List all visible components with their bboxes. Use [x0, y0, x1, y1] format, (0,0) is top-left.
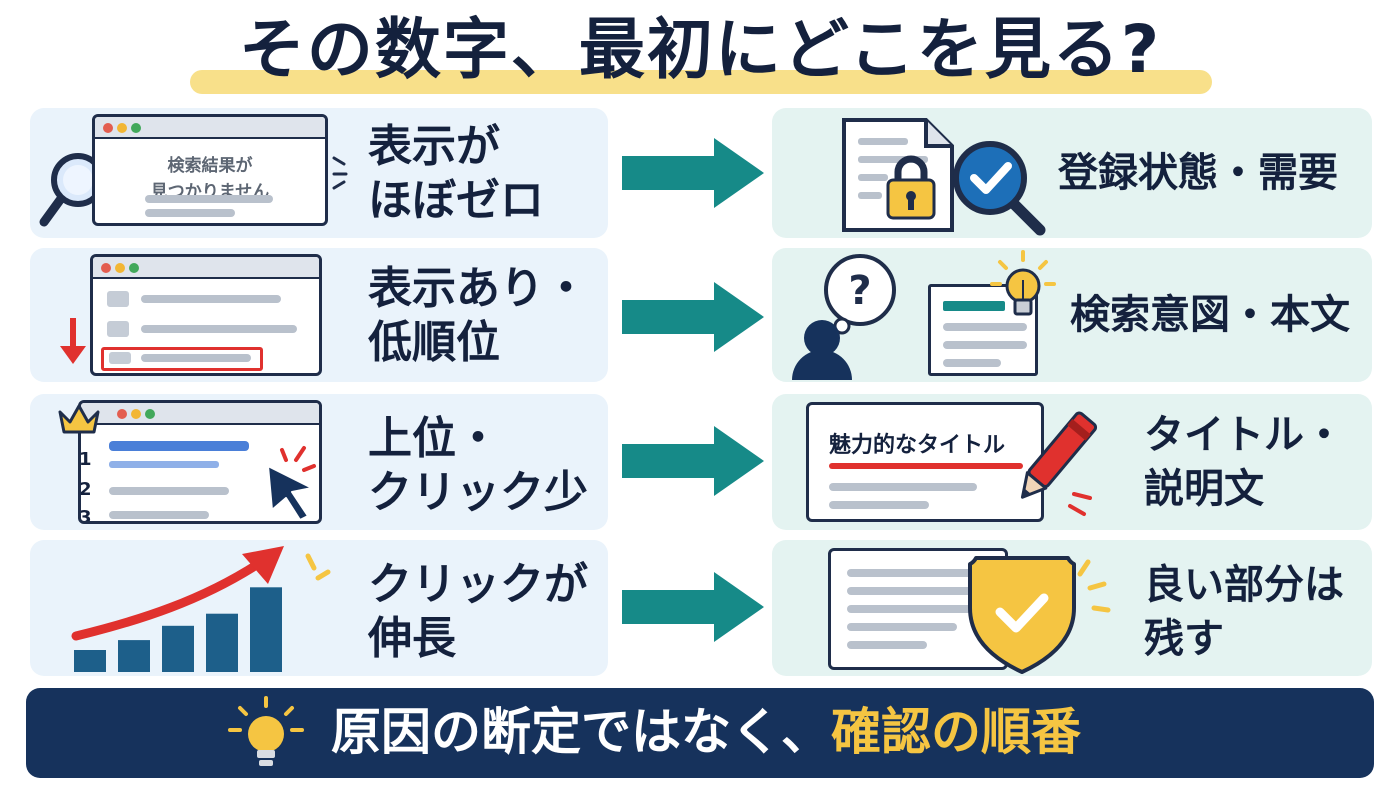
growth-bar-3: [162, 625, 194, 672]
title-area: その数字、最初にどこを見る?: [0, 0, 1400, 100]
row-4-symptom-panel: クリックが 伸長: [30, 540, 608, 676]
row-2-symptom-panel: 表示あり・ 低順位: [30, 248, 608, 382]
crown-icon: [58, 404, 100, 434]
growth-bar-1: [74, 650, 106, 672]
growth-bar-2: [118, 640, 150, 672]
row-1-check-text: 登録状態・需要: [1058, 150, 1338, 196]
user-question-icon: ?: [792, 254, 896, 380]
row-3-check-panel: 魅力的なタイトル タイトル・ 説明文: [772, 394, 1372, 530]
lightbulb-icon: [228, 696, 304, 766]
row-2-arrow-icon: [622, 282, 764, 352]
growth-chart-bars: [74, 587, 282, 672]
growth-chart-icon: [71, 546, 331, 672]
ranking-window: [90, 254, 322, 376]
card-title-text: 魅力的なタイトル: [829, 433, 1006, 458]
row-4-check-text: 良い部分は 残す: [1144, 562, 1344, 662]
row-3-check-text: タイトル・ 説明文: [1144, 412, 1344, 512]
lightbulb-icon: [990, 250, 1056, 316]
row-1-symptom-text: 表示が ほぼゼロ: [368, 121, 544, 226]
down-arrow-icon: [60, 318, 86, 364]
title-underline: [190, 70, 1212, 94]
shield-check-icon: [968, 556, 1111, 674]
svg-text:?: ?: [848, 268, 871, 314]
row-4-check-panel: 良い部分は 残す: [772, 540, 1372, 676]
rank-1-label: 1: [79, 449, 92, 470]
footer-banner: 原因の断定ではなく、確認の順番: [26, 688, 1374, 778]
row-3-arrow-icon: [622, 426, 764, 496]
row-3-symptom-panel: 1 2 3 上位・ クリック少: [30, 394, 608, 530]
row-3-symptom-text: 上位・ クリック少: [368, 413, 588, 518]
footer-message: 原因の断定ではなく、確認の順番: [331, 700, 1081, 764]
row-1-check-panel: 登録状態・需要: [772, 108, 1372, 238]
cursor-icon: [267, 446, 316, 521]
pen-icon: [1020, 411, 1098, 516]
footer-message-part1: 原因の断定ではなく、: [331, 703, 831, 761]
row-2-symptom-text: 表示あり・ 低順位: [368, 263, 588, 368]
row-4-symptom-text: クリックが 伸長: [368, 559, 588, 664]
search-results-window: 1 2 3: [78, 400, 322, 524]
row-1-arrow-icon: [622, 138, 764, 208]
row-2-check-text: 検索意図・本文: [1070, 292, 1350, 338]
emphasis-marks-icon: [332, 156, 348, 190]
window-titlebar: [93, 257, 319, 279]
row-2-check-panel: ? 検索意図・本文: [772, 248, 1372, 382]
page-title: その数字、最初にどこを見る?: [238, 11, 1162, 88]
title-card: 魅力的なタイトル: [806, 402, 1044, 522]
growth-bar-5: [250, 587, 282, 672]
rank-3-label: 3: [79, 507, 92, 524]
low-rank-highlight: [101, 347, 263, 371]
row-1-symptom-panel: 検索結果が 見つかりません 表示が ほぼゼロ: [30, 108, 608, 238]
row-4-arrow-icon: [622, 572, 764, 642]
check-magnifier-icon: [953, 141, 1046, 236]
window-titlebar: [95, 117, 325, 139]
growth-bar-4: [206, 613, 238, 672]
window-titlebar: [81, 403, 319, 425]
locked-document-icon: [842, 118, 954, 232]
no-results-window: 検索結果が 見つかりません: [92, 114, 328, 226]
footer-message-part2: 確認の順番: [831, 703, 1081, 761]
rank-2-label: 2: [79, 479, 92, 500]
